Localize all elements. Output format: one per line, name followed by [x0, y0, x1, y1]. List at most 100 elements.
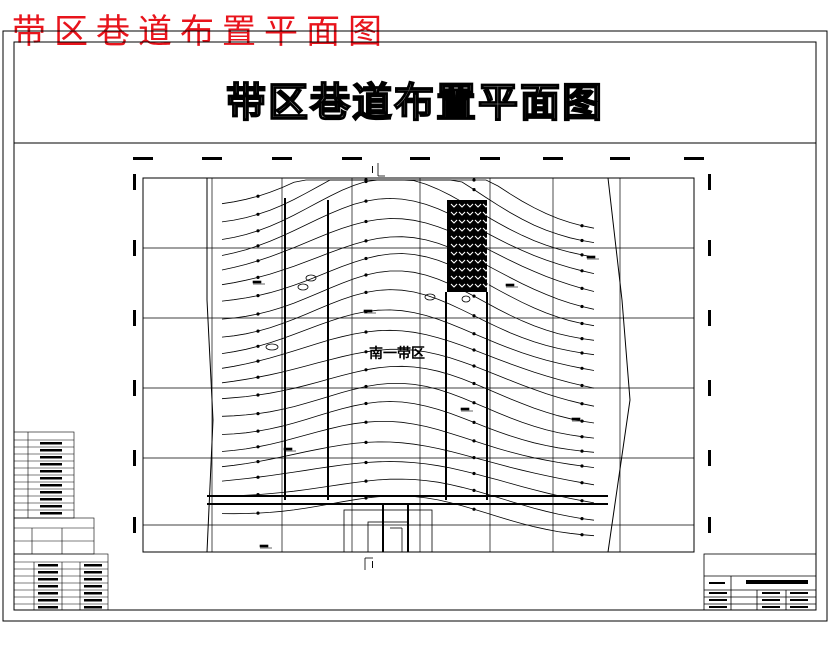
hatch-mark [474, 227, 482, 232]
title-block-mark-scale [709, 582, 725, 584]
hatch-mark [458, 251, 466, 256]
right-coord-mark-1 [708, 240, 711, 256]
hatch-mark [450, 251, 458, 256]
hatched-coal-pillar [447, 200, 490, 292]
contour-5-tick-3 [256, 275, 260, 279]
hatch-mark [474, 275, 482, 280]
contour-17-tick-21 [472, 471, 476, 476]
title-block-mark-0 [709, 592, 727, 594]
contour-7-tick-21 [472, 294, 476, 298]
hatch-mark [482, 243, 490, 248]
contour-18-tick-12 [364, 479, 368, 483]
contour-17-tick-3 [256, 475, 260, 479]
hatch-mark [458, 211, 466, 216]
top-coord-mark-8 [684, 157, 704, 160]
equipment-row-text-1 [38, 571, 58, 574]
annotation-2-mark [460, 407, 470, 411]
contour-16-tick-30 [580, 481, 584, 485]
contour-4-tick-3 [256, 259, 260, 263]
contour-0-tick-30 [580, 224, 584, 228]
outer-frame [2, 30, 828, 622]
contour-7-tick-3 [256, 312, 260, 316]
contour-1-tick-3 [256, 212, 260, 216]
contour-6-tick-3 [256, 293, 260, 298]
contour-3-tick-30 [580, 269, 584, 273]
annotation-0-mark [252, 280, 262, 284]
hatch-mark [466, 275, 474, 280]
hatch-mark [482, 251, 490, 256]
equipment-row-text-4 [38, 592, 58, 595]
annotation-5-mark [586, 255, 596, 259]
contour-4 [221, 218, 595, 292]
contour-0-tick-21 [472, 178, 476, 182]
title-block-text [709, 580, 808, 608]
contour-3-tick-12 [364, 199, 368, 203]
left-coord-mark-1 [133, 240, 136, 256]
contour-19-tick-30 [580, 533, 584, 537]
hatch-mark [450, 243, 458, 248]
contour-9-tick-3 [256, 344, 260, 348]
title-block-mark-3 [762, 592, 780, 594]
hatch-mark [474, 259, 482, 264]
legend-row-text-1 [40, 449, 62, 452]
right-coord-mark-2 [708, 310, 711, 326]
equipment-row-value-0 [84, 564, 102, 567]
equipment-row-value-6 [84, 606, 102, 609]
contour-4-tick-12 [364, 219, 368, 224]
contour-8 [221, 289, 595, 356]
hatch-mark [482, 211, 490, 216]
hatch-mark [466, 243, 474, 248]
top-coord-mark-4 [410, 157, 430, 160]
contour-13-tick-30 [580, 435, 584, 439]
hatch-mark [458, 283, 466, 288]
top-coord-mark-6 [543, 157, 563, 160]
contour-5-tick-12 [364, 239, 368, 243]
contour-15-tick-3 [256, 445, 260, 449]
contour-12-tick-21 [472, 381, 476, 386]
contour-12-tick-12 [364, 368, 368, 372]
hatch-mark [458, 203, 466, 208]
contour-16-tick-12 [364, 440, 368, 444]
equipment-row-value-2 [84, 578, 102, 581]
west-boundary [206, 178, 214, 553]
equipment-row-text-2 [38, 578, 58, 581]
contour-2-tick-30 [580, 253, 584, 257]
contour-1-tick-21 [472, 188, 476, 192]
hatch-mark [466, 211, 474, 216]
equipment-row-text-6 [38, 606, 58, 609]
hatch-mark [466, 267, 474, 272]
contour-8-tick-12 [364, 290, 368, 294]
equipment-row-text-3 [38, 585, 58, 588]
section-marker-bottom: I [364, 557, 374, 571]
right-coord-mark-0 [708, 174, 711, 190]
contour-4-tick-30 [580, 286, 584, 290]
hatch-mark [474, 267, 482, 272]
top-coord-mark-7 [610, 157, 630, 160]
contour-15 [221, 420, 595, 468]
hatch-mark [458, 259, 466, 264]
hatch-mark [450, 283, 458, 288]
annotation-3-mark [283, 447, 293, 451]
top-coord-mark-2 [272, 157, 292, 160]
legend-row-text-4 [40, 470, 62, 473]
top-coord-mark-1 [202, 157, 222, 160]
top-coord-mark-5 [480, 157, 500, 160]
section-marker-bottom-label: I [371, 560, 374, 571]
hatch-mark [474, 251, 482, 256]
contour-12-tick-3 [256, 393, 260, 397]
contour-17-tick-30 [580, 499, 584, 503]
legend-row-text-3 [40, 463, 62, 466]
field-boundaries [206, 177, 631, 553]
hatch-mark [474, 235, 482, 240]
hatch-mark [482, 283, 490, 288]
contour-17-tick-12 [364, 460, 368, 465]
contour-8-tick-21 [472, 314, 476, 318]
hatch-mark [458, 235, 466, 240]
annotation-4-mark [571, 417, 581, 421]
legend-row-text-9 [40, 505, 62, 508]
hatch-mark [458, 219, 466, 224]
contour-7 [221, 270, 595, 341]
contour-15-tick-12 [364, 420, 368, 424]
contour-14-tick-30 [580, 449, 584, 453]
hatch-mark [466, 203, 474, 208]
